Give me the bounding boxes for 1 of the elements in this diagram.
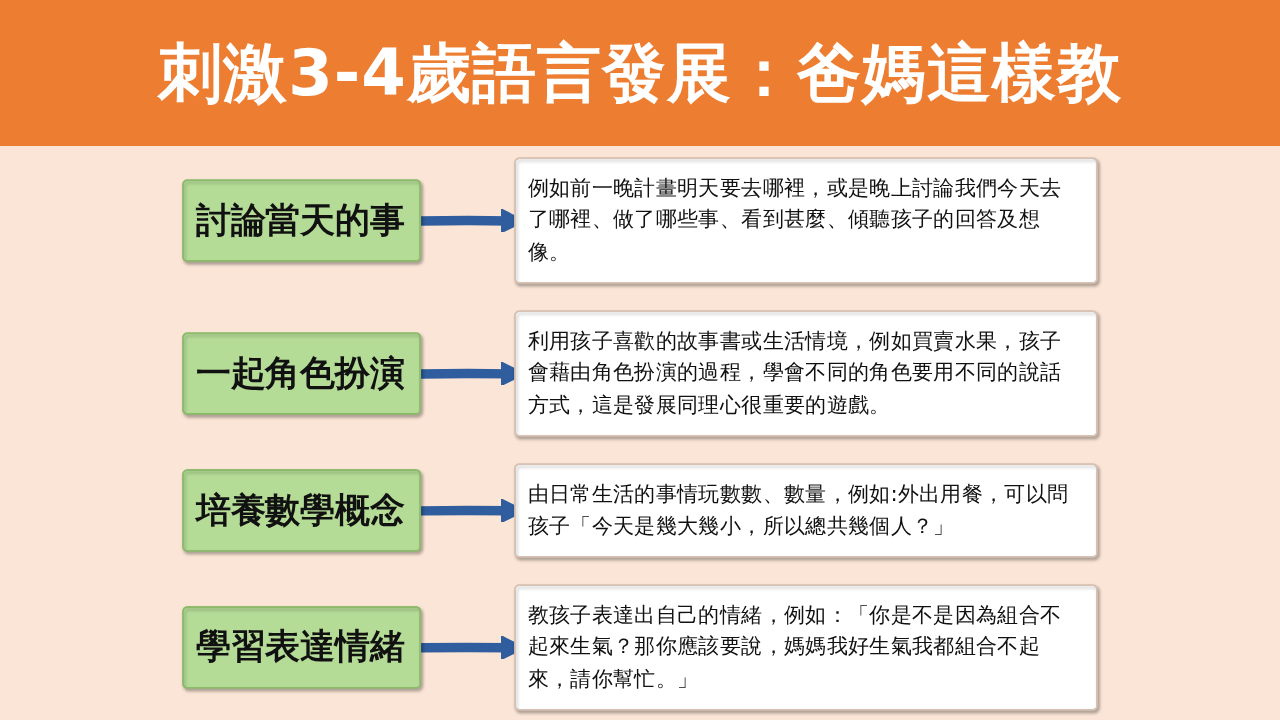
title: 刺激3-4歲語言發展：爸媽這樣教 [0,0,1280,146]
